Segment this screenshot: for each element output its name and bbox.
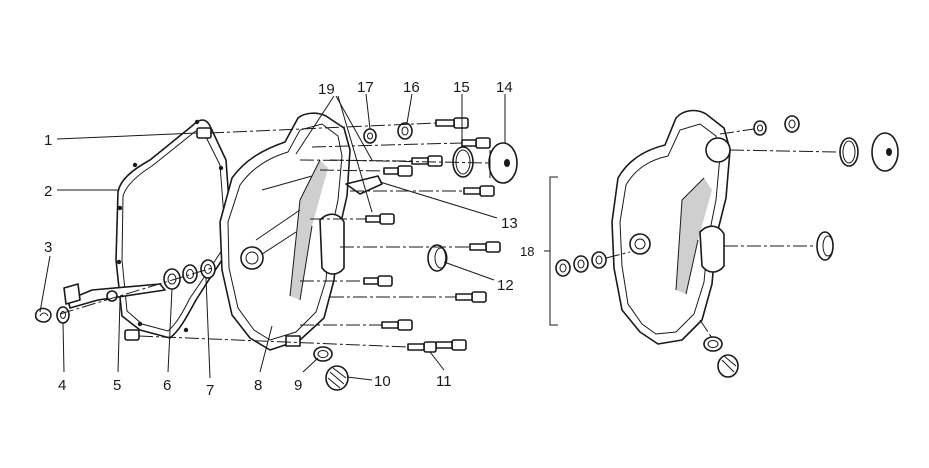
plug-10 — [325, 365, 349, 391]
bolt — [383, 165, 413, 177]
assembled-seals — [555, 251, 607, 277]
oil-seal-12 — [427, 244, 448, 272]
callout-5: 5 — [113, 377, 121, 394]
callout-7: 7 — [206, 382, 214, 399]
callout-15: 15 — [453, 79, 470, 96]
washer-4 — [56, 306, 70, 324]
callout-labels: 1 2 3 4 5 6 7 8 9 10 11 12 13 14 15 16 1… — [44, 79, 534, 399]
callout-16: 16 — [403, 79, 420, 96]
bolt — [463, 185, 495, 197]
callout-18: 18 — [520, 244, 534, 259]
seal-7b — [200, 259, 216, 279]
bolts — [363, 117, 501, 353]
bolt — [435, 339, 467, 351]
callout-2: 2 — [44, 183, 52, 200]
callout-8: 8 — [254, 377, 262, 394]
callout-1: 1 — [44, 132, 52, 149]
callout-11: 11 — [436, 373, 452, 390]
leader-lines — [39, 93, 506, 381]
dowel-pin-upper — [196, 127, 212, 139]
callout-12: 12 — [497, 277, 514, 294]
assembled-cap — [871, 132, 899, 172]
callout-10: 10 — [374, 373, 391, 390]
shift-shaft — [63, 283, 166, 309]
inspection-cap-14 — [488, 142, 518, 184]
bolt — [411, 155, 443, 167]
callout-9: 9 — [294, 377, 302, 394]
bolt — [435, 117, 469, 129]
oil-seal-6 — [163, 268, 181, 290]
clutch-cover — [219, 112, 351, 351]
bolt — [363, 275, 393, 287]
assembled-alignment-lines — [605, 128, 839, 339]
bolt — [381, 319, 413, 331]
callout-3: 3 — [44, 239, 52, 256]
assembled-o-ring-9 — [703, 336, 723, 352]
callout-6: 6 — [163, 377, 171, 394]
bolt — [407, 341, 437, 353]
assembled-plug-10 — [717, 354, 739, 378]
group-bracket-18 — [544, 176, 558, 326]
clutch-cover-assembled — [611, 109, 731, 345]
callout-13: 13 — [501, 215, 518, 232]
assembled-washers — [753, 115, 800, 136]
callout-17: 17 — [357, 79, 374, 96]
callout-14: 14 — [496, 79, 513, 96]
o-ring-9 — [313, 346, 333, 362]
bolt — [365, 213, 395, 225]
bolt — [461, 137, 491, 149]
callout-4: 4 — [58, 377, 66, 394]
seal-7a — [182, 264, 198, 284]
washer-17 — [363, 128, 377, 144]
gasket — [115, 119, 233, 339]
bolt — [455, 291, 487, 303]
assembled-seal-12 — [816, 231, 834, 261]
callout-19: 19 — [318, 81, 335, 98]
dowel-pin-lower — [124, 329, 140, 341]
spring-clip — [34, 307, 52, 323]
washer-16 — [397, 122, 413, 140]
bolt — [469, 241, 501, 253]
assembled-o-ring — [839, 137, 859, 167]
